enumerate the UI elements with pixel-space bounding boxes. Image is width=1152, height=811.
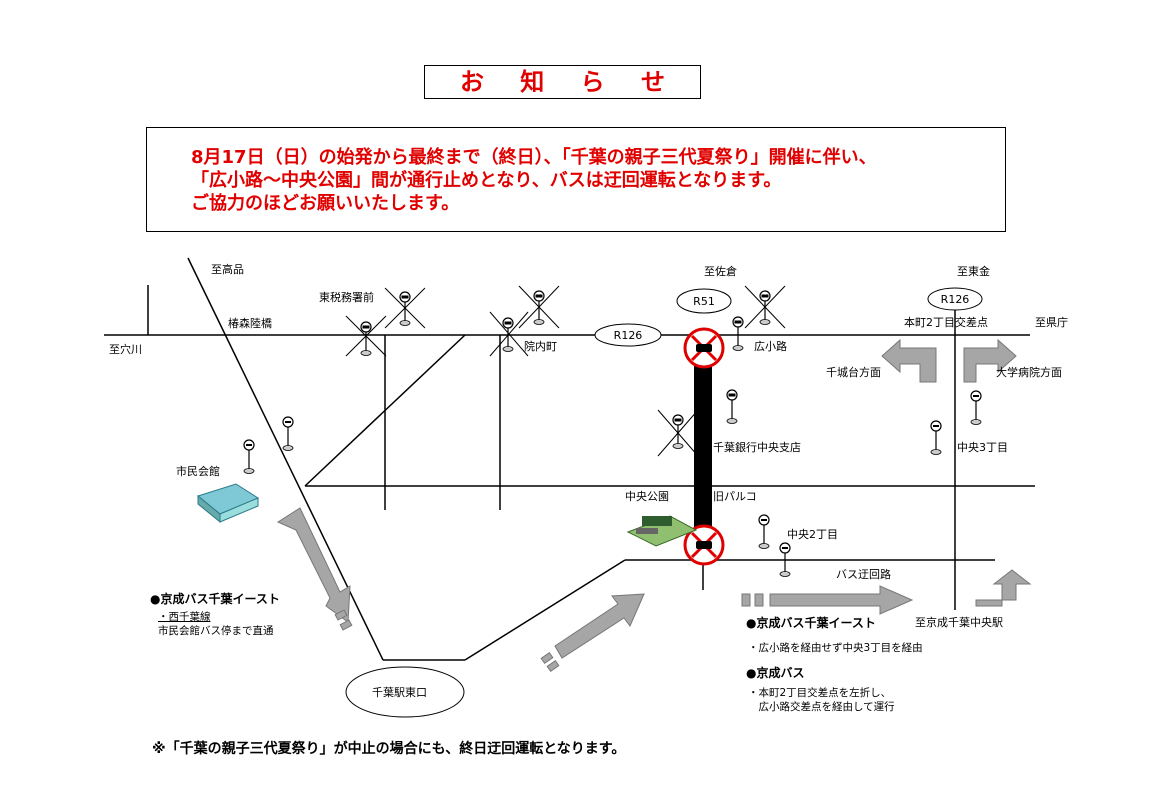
arrow-detour-east xyxy=(769,585,914,615)
notice-line-1: 8月17日（日）の始発から最終まで（終日）、「千葉の親子三代夏祭り」開催に伴い、 xyxy=(191,147,877,168)
legend-right-company-2: ●京成バス xyxy=(746,666,805,680)
bus-stop-shimin-west xyxy=(282,416,294,452)
label-shimin-kaikan: 市民会館 xyxy=(176,465,220,478)
legend-left-note: 市民会館バス停まで直通 xyxy=(158,625,274,637)
arrow-to-chuo-koen xyxy=(554,593,645,659)
label-detour-route: バス迂回路 xyxy=(836,568,891,581)
bus-stop-chuo3-b xyxy=(930,420,942,456)
bus-stop-chuo3-a xyxy=(970,390,982,426)
closed-bus-stops xyxy=(345,285,786,457)
city-hall-icon xyxy=(196,483,260,524)
legend-right-note-2a: ・本町2丁目交差点を左折し、 xyxy=(748,687,892,699)
closed-road-section xyxy=(694,362,712,544)
notice-title: お 知 ら せ xyxy=(459,68,680,96)
chiba-station-oval xyxy=(345,666,465,718)
arrow-chishirodai xyxy=(881,338,937,383)
notice-message-box: 8月17日（日）の始発から最終まで（終日）、「千葉の親子三代夏祭り」開催に伴い、… xyxy=(146,127,1006,232)
arrow-to-shimin xyxy=(276,507,351,623)
legend-right-note-2b: 広小路交差点を経由して運行 xyxy=(748,701,895,713)
label-daigaku-byoin: 大学病院方面 xyxy=(996,366,1062,379)
notice-title-box: お 知 ら せ xyxy=(424,65,701,99)
bus-stop-chuo2-a xyxy=(758,514,770,550)
no-bus-sign-north xyxy=(683,327,725,369)
bus-stop-shimin xyxy=(243,439,255,475)
label-to-anagawa: 至穴川 xyxy=(109,343,142,356)
label-to-kencho: 至県庁 xyxy=(1035,316,1068,329)
r126-oval-west xyxy=(594,323,662,347)
notice-line-2: 「広小路～中央公園」間が通行止めとなり、バスは迂回運転となります。 xyxy=(191,170,782,191)
r51-oval xyxy=(676,288,732,314)
label-higashi-zeimusho: 東税務署前 xyxy=(319,291,374,304)
arrow-to-keisei-chuo xyxy=(975,569,1032,607)
label-chuo-3: 中央3丁目 xyxy=(957,441,1008,454)
detour-arrows xyxy=(276,338,1032,673)
label-chishirodai: 千城台方面 xyxy=(826,366,881,379)
label-hirokoji: 広小路 xyxy=(754,340,787,353)
legend-right-company-1: ●京成バス千葉イースト xyxy=(746,616,876,630)
label-r126-west: R126 xyxy=(613,329,643,342)
label-tsubakimori: 椿森陸橋 xyxy=(228,317,272,330)
arrow-daigaku xyxy=(963,338,1017,383)
label-chiba-bank: 千葉銀行中央支店 xyxy=(713,441,801,454)
label-kyu-parco: 旧パルコ xyxy=(713,490,757,503)
park-icon xyxy=(626,515,698,547)
legend-right-note-1: ・広小路を経由せず中央3丁目を経由 xyxy=(748,642,923,654)
label-to-takahin: 至高品 xyxy=(211,263,244,276)
legend-left-company: ●京成バス千葉イースト xyxy=(150,592,280,606)
label-r51: R51 xyxy=(693,295,715,308)
label-to-keisei-chiba-chuo: 至京成千葉中央駅 xyxy=(915,616,1003,629)
label-r126-east: R126 xyxy=(940,293,970,306)
footer-note: ※「千葉の親子三代夏祭り」が中止の場合にも、終日迂回運転となります。 xyxy=(152,741,626,757)
label-chuo-koen: 中央公園 xyxy=(625,490,669,503)
label-honcho-2: 本町2丁目交差点 xyxy=(904,316,988,329)
legend-left-line: ・西千葉線 xyxy=(158,611,211,623)
label-chuo-2: 中央2丁目 xyxy=(787,528,838,541)
label-chiba-station-east: 千葉駅東口 xyxy=(372,686,427,699)
r126-oval-east xyxy=(927,287,983,311)
label-to-sakura: 至佐倉 xyxy=(704,265,737,278)
label-innai: 院内町 xyxy=(524,340,557,353)
label-to-togane: 至東金 xyxy=(957,265,990,278)
notice-line-3: ご協力のほどお願いいたします。 xyxy=(191,193,460,214)
